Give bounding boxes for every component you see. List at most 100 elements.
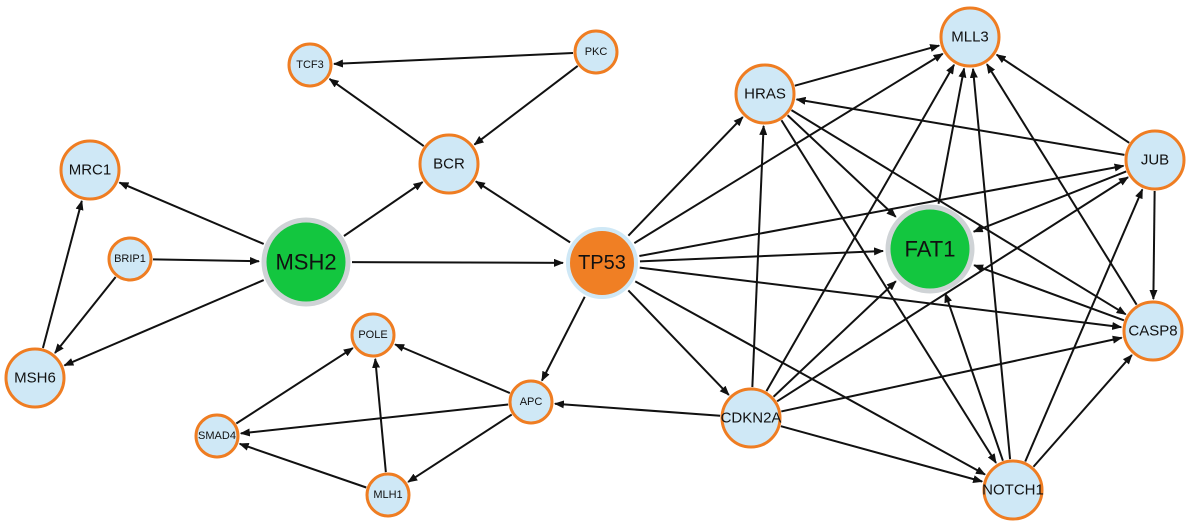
edge-cdkn2a-to-casp8: [781, 335, 1123, 413]
edge-bcr-to-tcf3: [328, 78, 425, 147]
edge-tp53-to-bcr: [475, 180, 571, 244]
node-label: MSH6: [14, 370, 56, 387]
node-circle: [1122, 300, 1184, 362]
node-circle: [365, 472, 411, 518]
edge-mlh1-to-smad4: [238, 442, 367, 489]
node-apc[interactable]: APC: [508, 379, 554, 425]
edge-apc-to-pole: [394, 343, 511, 394]
node-label: BCR: [433, 156, 465, 173]
edge-tp53-to-cdkn2a: [627, 289, 730, 396]
edge-msh6-to-mrc1: [41, 199, 84, 349]
node-circle: [573, 29, 619, 75]
node-mll3[interactable]: MLL3: [939, 6, 1001, 68]
edge-msh2-to-mrc1: [118, 181, 265, 245]
node-jub[interactable]: JUB: [1124, 129, 1186, 191]
edge-brip1-to-msh2: [152, 257, 261, 266]
edge-tp53-to-casp8: [639, 266, 1123, 330]
node-circle: [720, 387, 782, 449]
edge-cdkn2a-to-notch1: [780, 425, 984, 483]
node-label: FAT1: [905, 237, 956, 262]
node-circle: [734, 63, 796, 125]
edge-cdkn2a-to-apc: [553, 400, 721, 417]
node-hras[interactable]: HRAS: [734, 63, 796, 125]
edge-hras-to-notch1: [780, 119, 997, 464]
edges: [41, 44, 1158, 489]
edge-msh2-to-msh6: [63, 279, 265, 367]
node-circle: [4, 347, 66, 409]
node-label: MRC1: [69, 162, 112, 179]
node-pkc[interactable]: PKC: [573, 29, 619, 75]
node-casp8[interactable]: CASP8: [1122, 300, 1184, 362]
edge-notch1-to-jub: [1024, 188, 1144, 462]
node-smad4[interactable]: SMAD4: [194, 413, 240, 459]
node-circle: [1124, 129, 1186, 191]
edge-cdkn2a-to-hras: [751, 124, 768, 388]
edge-pkc-to-bcr: [473, 65, 579, 146]
node-circle: [939, 6, 1001, 68]
edge-jub-to-casp8: [1149, 190, 1158, 301]
node-circle: [566, 227, 638, 299]
node-label: HRAS: [744, 86, 786, 103]
edge-jub-to-mll3: [995, 53, 1130, 144]
node-label: MSH2: [275, 250, 336, 275]
node-label: MLH1: [373, 489, 402, 501]
node-circle: [508, 379, 554, 425]
node-label: JUB: [1141, 152, 1169, 169]
node-brip1[interactable]: BRIP1: [107, 236, 153, 282]
node-bcr[interactable]: BCR: [418, 133, 480, 195]
edge-msh2-to-tp53: [351, 258, 565, 267]
edge-jub-to-fat1: [972, 170, 1127, 233]
node-tp53[interactable]: TP53: [566, 227, 638, 299]
node-label: APC: [520, 396, 543, 408]
edge-tp53-to-notch1: [634, 280, 986, 476]
node-circle: [418, 133, 480, 195]
edge-casp8-to-mll3: [986, 63, 1138, 306]
edge-smad4-to-pole: [235, 347, 354, 425]
node-cdkn2a[interactable]: CDKN2A: [720, 387, 782, 449]
node-msh6[interactable]: MSH6: [4, 347, 66, 409]
edge-tp53-to-jub: [639, 163, 1125, 258]
edge-pkc-to-tcf3: [332, 52, 574, 68]
node-label: POLE: [358, 329, 387, 341]
node-circle: [107, 236, 153, 282]
node-label: TP53: [578, 252, 626, 274]
node-circle: [59, 139, 121, 201]
node-label: BRIP1: [114, 253, 146, 265]
edge-hras-to-casp8: [790, 109, 1127, 316]
node-tcf3[interactable]: TCF3: [287, 42, 333, 88]
node-circle: [194, 413, 240, 459]
edge-notch1-to-fat1: [944, 292, 1004, 462]
edge-apc-to-smad4: [239, 403, 509, 437]
edge-hras-to-mll3: [794, 44, 941, 87]
node-circle: [261, 217, 351, 307]
node-pole[interactable]: POLE: [350, 312, 396, 358]
node-label: CASP8: [1128, 323, 1177, 340]
node-circle: [982, 459, 1044, 521]
node-circle: [287, 42, 333, 88]
edge-tp53-to-apc: [541, 296, 586, 382]
node-label: NOTCH1: [982, 482, 1044, 499]
node-mlh1[interactable]: MLH1: [365, 472, 411, 518]
node-label: MLL3: [951, 29, 989, 46]
edge-jub-to-hras: [795, 96, 1125, 156]
edge-tp53-to-fat1: [639, 247, 885, 263]
node-circle: [350, 312, 396, 358]
node-msh2[interactable]: MSH2: [261, 217, 351, 307]
node-notch1[interactable]: NOTCH1: [982, 459, 1044, 521]
edge-fat1-to-mll3: [937, 67, 967, 204]
node-mrc1[interactable]: MRC1: [59, 139, 121, 201]
edge-cdkn2a-to-fat1: [772, 280, 897, 398]
edge-msh2-to-bcr: [343, 181, 424, 237]
edge-tp53-to-mll3: [633, 52, 944, 244]
node-circle: [885, 204, 975, 294]
node-label: SMAD4: [198, 430, 236, 442]
node-label: CDKN2A: [721, 410, 782, 427]
node-label: TCF3: [296, 59, 324, 71]
edge-brip1-to-msh6: [54, 276, 117, 354]
edge-apc-to-mlh1: [407, 413, 513, 483]
edge-tp53-to-hras: [627, 116, 744, 237]
edge-cdkn2a-to-mll3: [765, 63, 955, 392]
node-fat1[interactable]: FAT1: [885, 204, 975, 294]
